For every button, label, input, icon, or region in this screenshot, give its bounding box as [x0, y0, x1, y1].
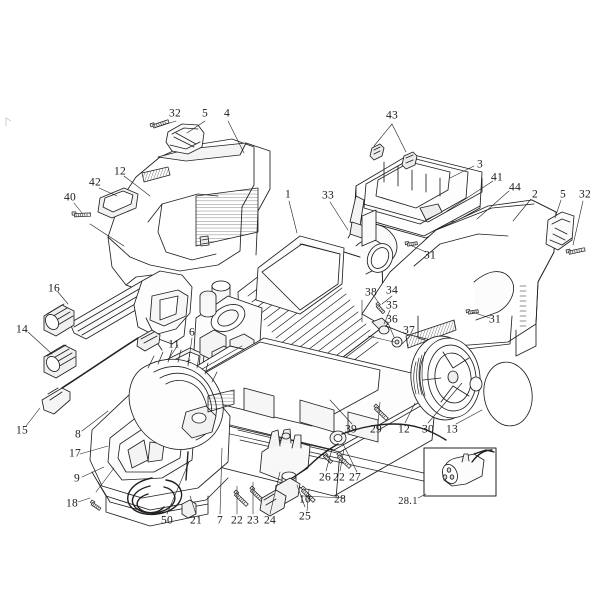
callout-44[interactable]: 44	[508, 181, 522, 194]
callout-14[interactable]: 14	[15, 323, 29, 336]
callout-4[interactable]: 4	[223, 107, 231, 120]
callout-41[interactable]: 41	[490, 171, 504, 184]
callout-43[interactable]: 43	[385, 109, 399, 122]
callout-42[interactable]: 42	[88, 176, 102, 189]
callout-23[interactable]: 23	[246, 514, 260, 527]
callout-9[interactable]: 9	[73, 472, 81, 485]
callout-10[interactable]: 10	[298, 493, 312, 506]
callout-24[interactable]: 24	[263, 514, 277, 527]
callout-28[interactable]: 28	[333, 493, 347, 506]
callout-12-wheel[interactable]: 12	[397, 423, 411, 436]
callout-28-1[interactable]: 28.1	[398, 495, 418, 507]
callout-40[interactable]: 40	[63, 191, 77, 204]
callout-25[interactable]: 25	[298, 510, 312, 523]
callout-12-cover[interactable]: 12	[113, 165, 127, 178]
callout-16[interactable]: 16	[47, 282, 61, 295]
callout-1[interactable]: 1	[284, 188, 292, 201]
callout-29[interactable]: 29	[369, 423, 383, 436]
callout-6[interactable]: 6	[188, 326, 196, 339]
callout-5-top[interactable]: 5	[201, 107, 209, 120]
callout-36[interactable]: 36	[385, 313, 399, 326]
callout-3[interactable]: 3	[476, 158, 484, 171]
callout-13[interactable]: 13	[445, 423, 459, 436]
callout-50[interactable]: 50	[160, 514, 174, 527]
callout-22-left[interactable]: 22	[230, 514, 244, 527]
callout-35[interactable]: 35	[385, 299, 399, 312]
callout-37[interactable]: 37	[402, 324, 416, 337]
callout-31-upper[interactable]: 31	[423, 249, 437, 262]
callout-32-top[interactable]: 32	[168, 107, 182, 120]
callout-21[interactable]: 21	[189, 514, 203, 527]
callout-18[interactable]: 18	[65, 497, 79, 510]
callout-33[interactable]: 33	[321, 189, 335, 202]
callout-11[interactable]: 11	[168, 338, 180, 351]
callout-31-lower[interactable]: 31	[488, 313, 502, 326]
callout-39[interactable]: 39	[344, 423, 358, 436]
callout-26[interactable]: 26	[318, 471, 332, 484]
callout-32-right[interactable]: 32	[578, 188, 592, 201]
callout-15[interactable]: 15	[15, 424, 29, 437]
callout-8[interactable]: 8	[74, 428, 82, 441]
callout-27[interactable]: 27	[348, 471, 362, 484]
callout-2[interactable]: 2	[531, 188, 539, 201]
callout-38[interactable]: 38	[364, 286, 378, 299]
callout-34[interactable]: 34	[385, 284, 399, 297]
callout-7[interactable]: 7	[216, 514, 224, 527]
callout-22-right[interactable]: 22	[332, 471, 346, 484]
callout-30[interactable]: 30	[421, 423, 435, 436]
callout-17[interactable]: 17	[68, 447, 82, 460]
callout-5-right[interactable]: 5	[559, 188, 567, 201]
